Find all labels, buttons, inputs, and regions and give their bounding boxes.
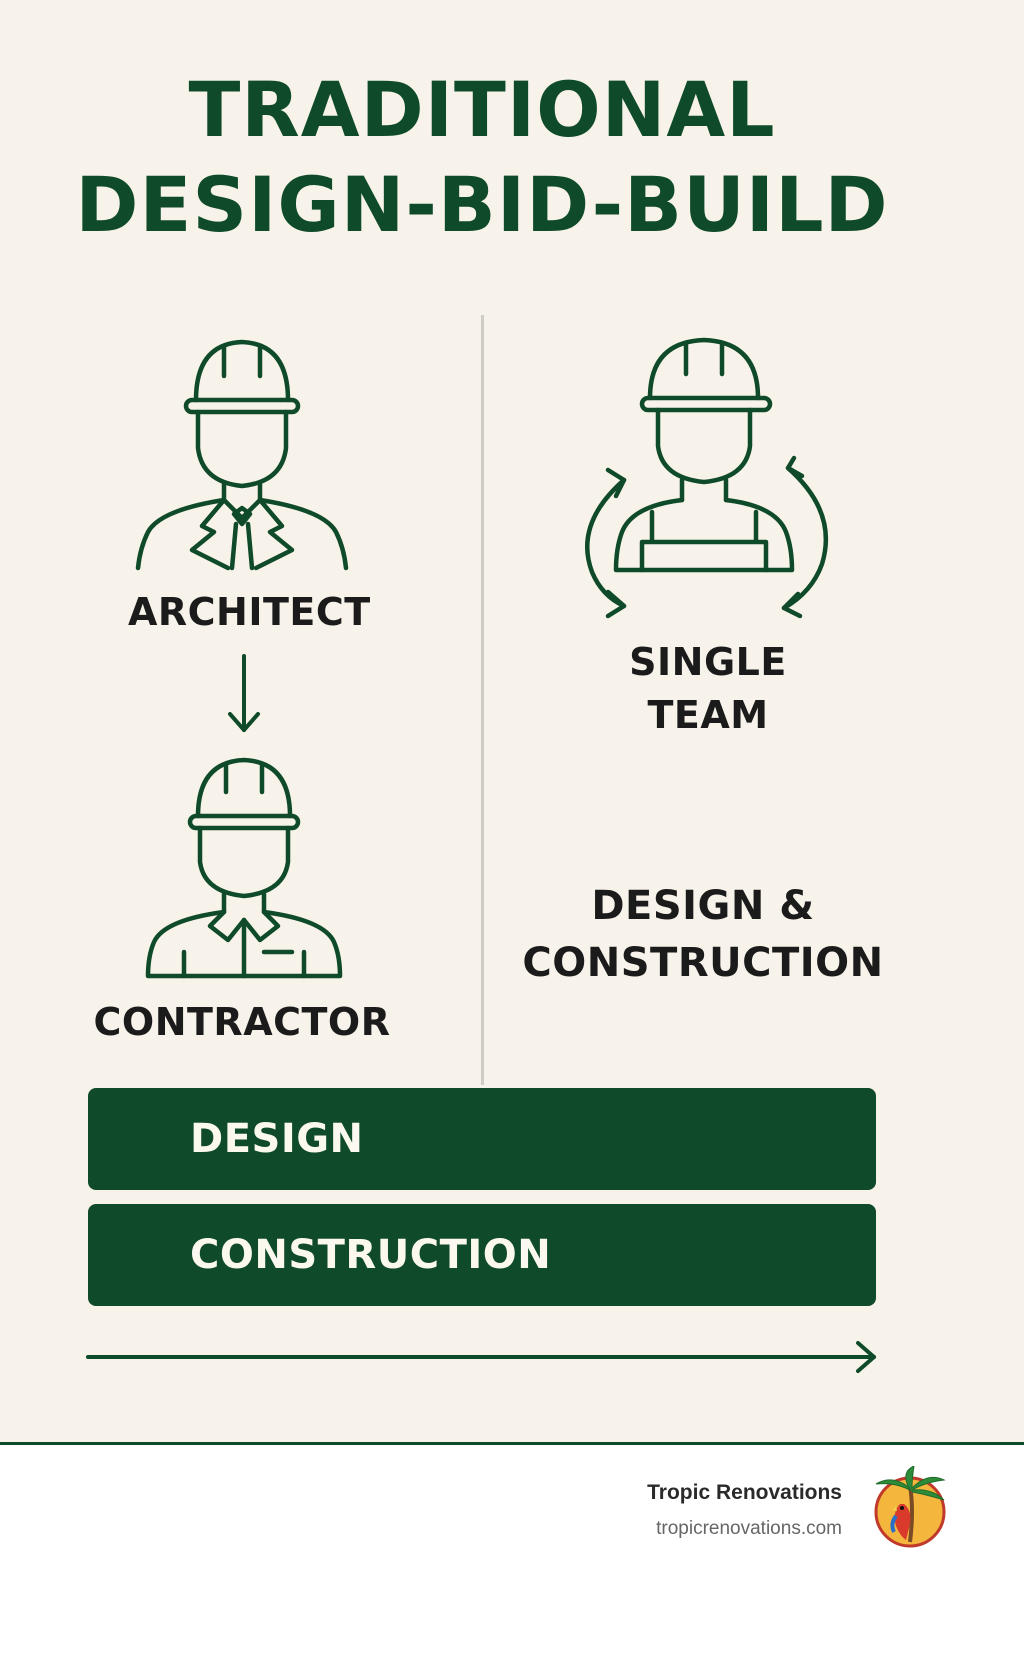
scope-line-2: CONSTRUCTION <box>522 939 884 986</box>
phase-label-construction: CONSTRUCTION <box>190 1232 552 1278</box>
contractor-icon <box>140 756 348 982</box>
arrow-down-icon <box>226 652 262 740</box>
title-line-2: DESIGN-BID-BUILD <box>75 160 889 249</box>
architect-label: ARCHITECT <box>128 590 371 634</box>
single-team-label: SINGLE TEAM <box>606 636 810 742</box>
architect-icon <box>130 336 354 576</box>
scope-label: DESIGN & CONSTRUCTION <box>500 878 906 992</box>
single-team-line-2: TEAM <box>647 693 769 738</box>
arrow-right-icon <box>86 1340 882 1378</box>
single-team-line-1: SINGLE <box>629 640 787 684</box>
page-title: TRADITIONAL DESIGN-BID-BUILD <box>0 62 964 252</box>
parrot-palm-logo <box>870 1465 950 1554</box>
phase-label-design: DESIGN <box>190 1116 364 1162</box>
brand-url: tropicrenovations.com <box>656 1518 842 1539</box>
phase-bar-design: DESIGN <box>88 1088 876 1190</box>
column-divider <box>481 315 484 1085</box>
scope-line-1: DESIGN & <box>591 883 815 929</box>
brand-name: Tropic Renovations <box>647 1481 842 1504</box>
title-line-1: TRADITIONAL <box>188 65 776 154</box>
footer <box>0 1445 1024 1666</box>
phase-bar-construction: CONSTRUCTION <box>88 1204 876 1306</box>
footer-divider <box>0 1442 1024 1445</box>
worker-cycle-icon <box>572 336 840 628</box>
contractor-label: CONTRACTOR <box>93 1000 391 1044</box>
